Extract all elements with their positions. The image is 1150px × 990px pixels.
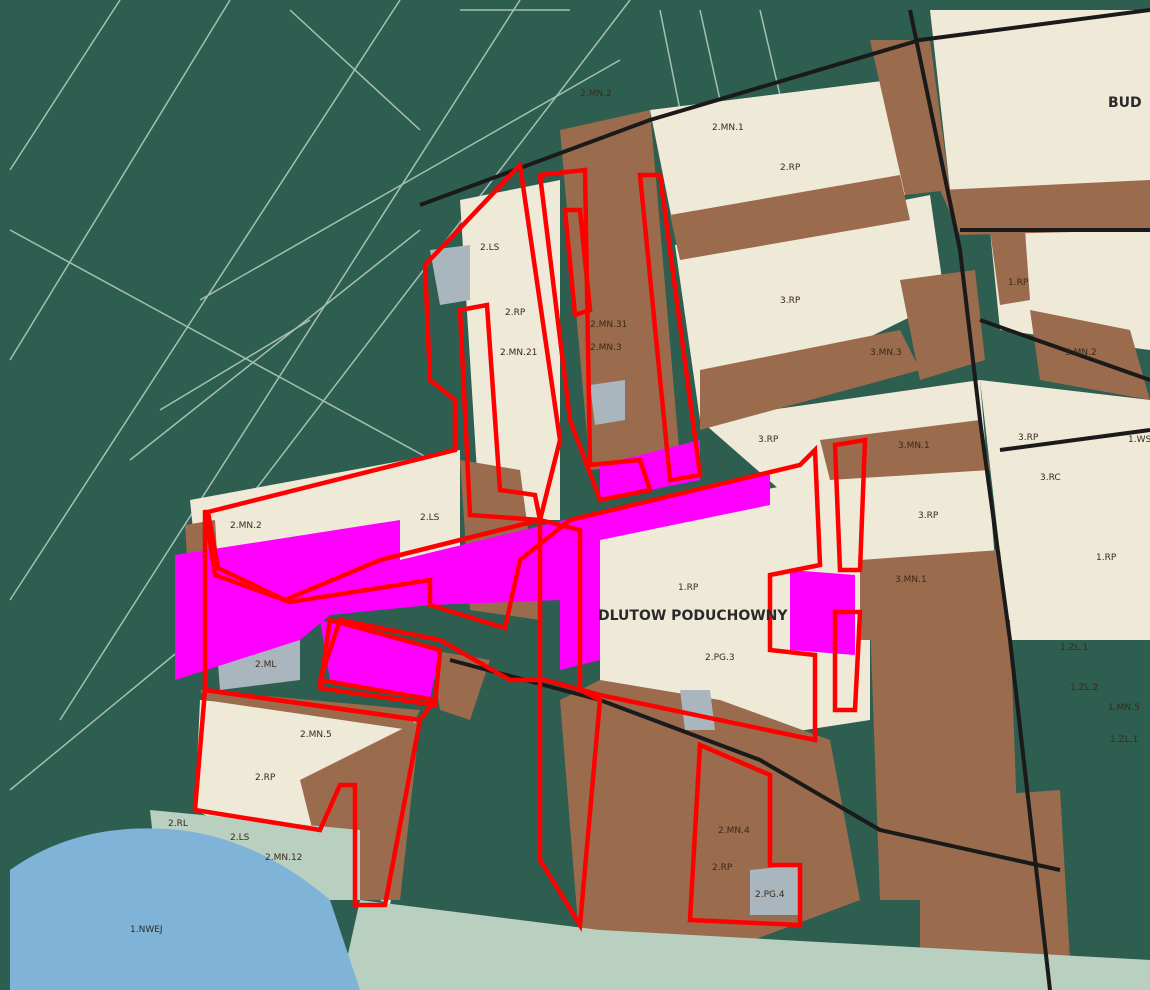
zone-label: 2.LS xyxy=(480,243,500,253)
zone-label: 3.RP xyxy=(780,296,801,306)
zone-label: 2.MN.2 xyxy=(580,89,612,99)
zone-label: 2.RP xyxy=(712,863,733,873)
zone-label: 2.MN.5 xyxy=(300,730,332,740)
roads xyxy=(419,8,1150,990)
zone-label: 3.MN.1 xyxy=(898,441,930,451)
zone-label: 1.ZL.2 xyxy=(1070,683,1098,693)
zone-label: 2.RP xyxy=(505,308,526,318)
zone-label: 2.MN.12 xyxy=(265,853,302,863)
zone-labels: 2.MN.2 2.MN.1 2.RP 3.RP 2.LS 2.MN.21 2.M… xyxy=(130,89,1150,935)
zone-label: 3.RP xyxy=(1018,433,1039,443)
zone-label: 2.LS xyxy=(420,513,440,523)
zone-label: 1.RP xyxy=(678,583,699,593)
zone-label: 1.RP xyxy=(1008,278,1029,288)
zone-label: 3.RP xyxy=(758,435,779,445)
zone-label: 3.RP xyxy=(918,511,939,521)
zone-label: 2.MN.2 xyxy=(230,521,262,531)
zone-label: 2.MN.21 xyxy=(500,348,537,358)
zone-label: 1.MN.5 xyxy=(1108,703,1140,713)
village-name-label: DLUTOW PODUCHOWNY xyxy=(598,608,788,624)
zone-label: 2.PG.4 xyxy=(755,890,785,900)
planned-road-highlight xyxy=(175,440,855,700)
zone-label: 3.MN.3 xyxy=(870,348,902,358)
zone-label: 2.MN.4 xyxy=(718,826,750,836)
zone-label: 1.ZL.1 xyxy=(1110,735,1138,745)
place-name-label: BUD xyxy=(1108,95,1142,111)
forest-grid-lines xyxy=(9,0,781,791)
zone-label: 2.MN.31 xyxy=(590,320,627,330)
zone-label: 3.MN.2 xyxy=(1065,348,1097,358)
zone-label: 3.MN.1 xyxy=(895,575,927,585)
study-area-boundaries xyxy=(192,160,868,932)
zone-label: 2.MN.1 xyxy=(712,123,744,133)
zone-label: 2.RP xyxy=(255,773,276,783)
zone-label: 2.PG.3 xyxy=(705,653,735,663)
lake-water xyxy=(10,828,360,990)
zone-label: 1.RP xyxy=(1096,553,1117,563)
zone-label: 2.RP xyxy=(780,163,801,173)
zone-label: 1.WS xyxy=(1128,435,1150,445)
zone-label: 3.RC xyxy=(1040,473,1061,483)
zone-label: 2.RL xyxy=(168,819,188,829)
zone-label: 1.ZL.1 xyxy=(1060,643,1088,653)
zone-label: 2.ML xyxy=(255,660,276,670)
zone-label: 2.LS xyxy=(230,833,250,843)
zone-label: 2.MN.3 xyxy=(590,343,622,353)
zone-label: 1.NWEJ xyxy=(130,925,163,935)
